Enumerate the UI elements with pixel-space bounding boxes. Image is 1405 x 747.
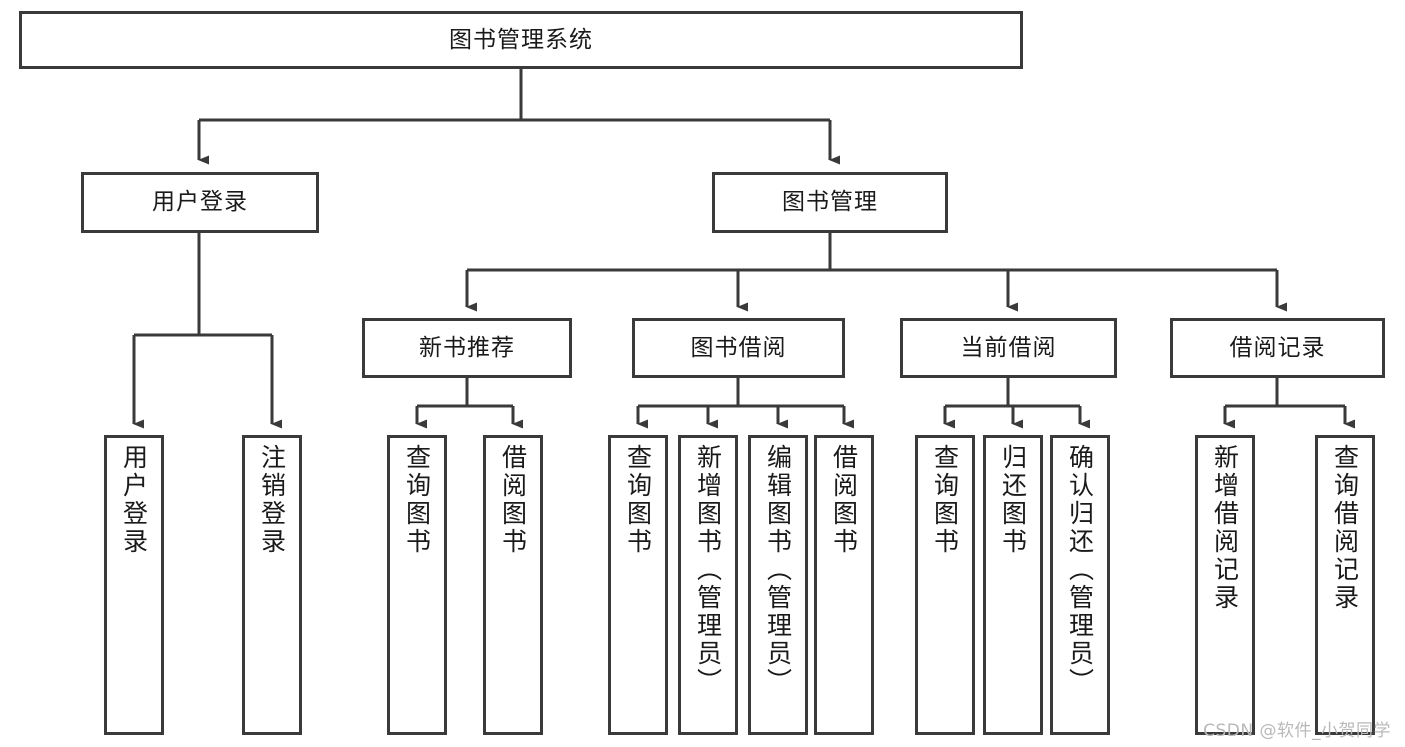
node-label: 图书管理 <box>782 189 878 216</box>
node-label: 查询图书 <box>623 444 653 556</box>
node-new-book-recommend[interactable]: 新书推荐 <box>362 318 572 378</box>
csdn-watermark: CSDN @软件_小贺同学 <box>1203 721 1391 741</box>
node-leaf-borrow-edit-book[interactable]: 编辑图书（管理员） <box>748 435 808 735</box>
node-leaf-current-query-book[interactable]: 查询图书 <box>915 435 975 735</box>
node-label: 新书推荐 <box>419 334 515 361</box>
node-label: 借阅图书 <box>829 444 859 556</box>
node-label: 编辑图书（管理员） <box>763 444 793 696</box>
node-current-borrow[interactable]: 当前借阅 <box>900 318 1117 378</box>
node-leaf-recommend-query-book[interactable]: 查询图书 <box>387 435 447 735</box>
node-leaf-current-confirm-return[interactable]: 确认归还（管理员） <box>1050 435 1110 735</box>
node-label: 查询图书 <box>930 444 960 556</box>
node-label: 用户登录 <box>152 189 248 216</box>
node-label: 归还图书 <box>998 444 1028 556</box>
node-label: 借阅图书 <box>498 444 528 556</box>
node-leaf-user-login[interactable]: 用户登录 <box>104 435 164 735</box>
node-leaf-borrow-borrow-book[interactable]: 借阅图书 <box>814 435 874 735</box>
node-label: 借阅记录 <box>1229 334 1326 361</box>
node-leaf-recommend-borrow-book[interactable]: 借阅图书 <box>483 435 543 735</box>
node-book-borrow[interactable]: 图书借阅 <box>632 318 845 378</box>
node-root-system[interactable]: 图书管理系统 <box>19 11 1023 69</box>
node-leaf-logout[interactable]: 注销登录 <box>242 435 302 735</box>
node-leaf-borrow-add-book[interactable]: 新增图书（管理员） <box>678 435 738 735</box>
node-borrow-record[interactable]: 借阅记录 <box>1170 318 1385 378</box>
node-book-management[interactable]: 图书管理 <box>712 172 948 233</box>
node-leaf-current-return-book[interactable]: 归还图书 <box>983 435 1043 735</box>
node-leaf-record-query[interactable]: 查询借阅记录 <box>1315 435 1375 735</box>
node-label: 确认归还（管理员） <box>1065 444 1095 696</box>
node-label: 新增图书（管理员） <box>693 444 723 696</box>
node-label: 用户登录 <box>119 444 149 556</box>
node-leaf-record-add[interactable]: 新增借阅记录 <box>1195 435 1255 735</box>
node-label: 查询借阅记录 <box>1330 444 1360 612</box>
node-label: 新增借阅记录 <box>1210 444 1240 612</box>
node-label: 查询图书 <box>402 444 432 556</box>
node-leaf-borrow-query-book[interactable]: 查询图书 <box>608 435 668 735</box>
node-label: 当前借阅 <box>960 334 1057 361</box>
node-label: 注销登录 <box>257 444 287 556</box>
node-label: 图书管理系统 <box>449 26 593 53</box>
node-label: 图书借阅 <box>690 334 787 361</box>
node-user-login[interactable]: 用户登录 <box>81 172 319 233</box>
